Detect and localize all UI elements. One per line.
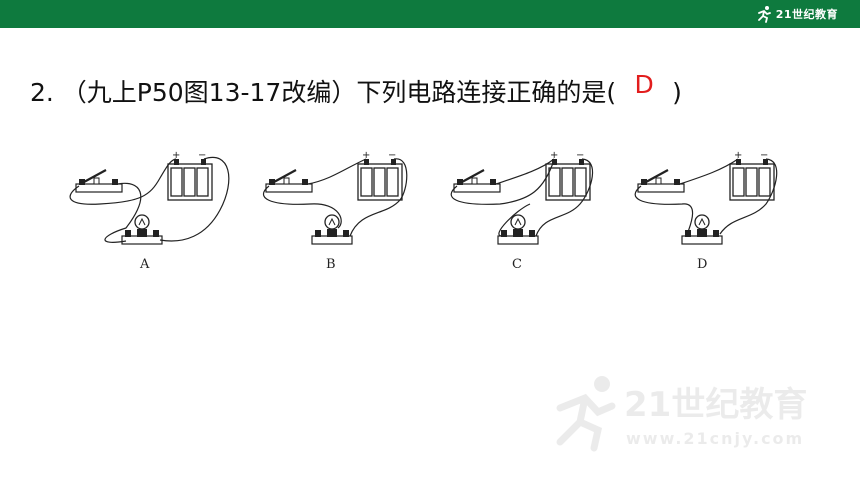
- battery-minus: −: [760, 150, 768, 161]
- battery-plus: +: [734, 150, 742, 161]
- question-text: 2. （九上P50图13-17改编）下列电路连接正确的是( D): [30, 70, 682, 110]
- brand-logo: 21世纪教育: [755, 3, 838, 25]
- battery-minus: −: [388, 150, 396, 161]
- battery-minus: −: [198, 150, 206, 161]
- circuit-a: + − A: [69, 150, 230, 272]
- watermark-url: www.21cnjy.com: [626, 429, 804, 448]
- label-c: C: [512, 257, 522, 272]
- circuit-figure: + − A + − B + − C + − D: [69, 150, 778, 272]
- label-a: A: [139, 257, 150, 272]
- circuit-c: + − C: [450, 150, 594, 272]
- battery-minus: −: [576, 150, 584, 161]
- watermark-logo: 21世纪教育 www.21cnjy.com: [556, 376, 807, 452]
- runner-icon: [556, 376, 616, 452]
- label-b: B: [326, 257, 336, 272]
- label-d: D: [697, 257, 707, 272]
- answer-letter: D: [634, 70, 654, 99]
- battery-plus: +: [550, 150, 558, 161]
- circuit-b: + − B: [262, 150, 408, 272]
- circuit-d: + − D: [634, 150, 778, 272]
- battery-plus: +: [362, 150, 370, 161]
- watermark-text: 21世纪教育: [624, 385, 807, 425]
- question-suffix: ): [672, 78, 682, 107]
- header-bar: 21世纪教育: [0, 0, 860, 28]
- question-prefix: 2. （九上P50图13-17改编）下列电路连接正确的是(: [30, 78, 617, 107]
- runner-icon: [757, 6, 771, 23]
- battery-plus: +: [172, 150, 180, 161]
- logo-text: 21世纪教育: [775, 8, 838, 21]
